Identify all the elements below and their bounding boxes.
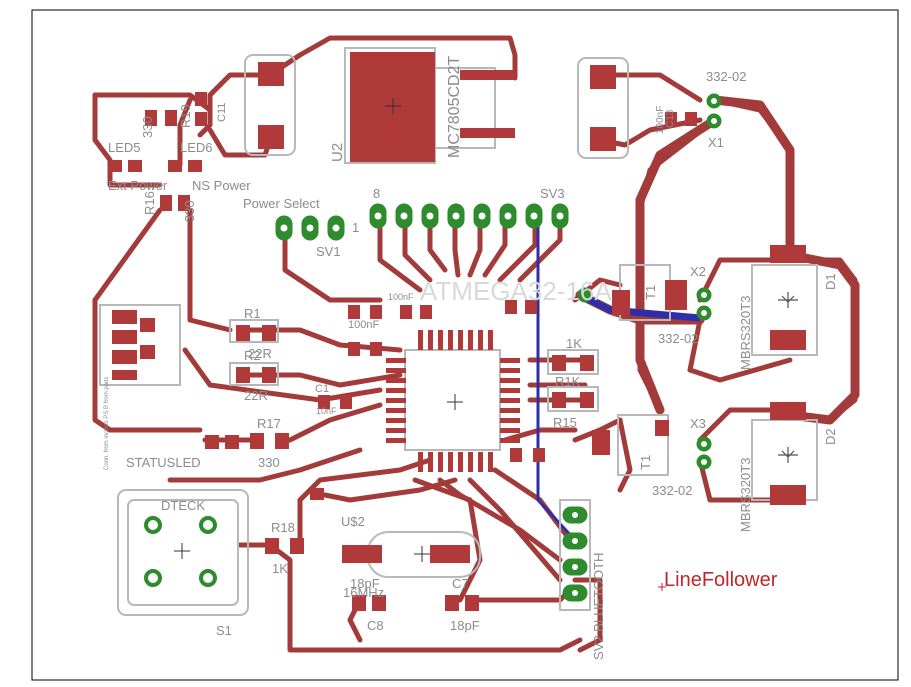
label-power-select: Power Select [243,196,320,211]
label-r16: R16 [142,191,157,215]
label-ns-power: NS Power [192,178,251,193]
label-r19: R19 [178,104,193,128]
label-diode2-part: MBRS320T3 [738,458,753,532]
label-s1: S1 [216,623,232,638]
label-header-x1-name: 332-02 [706,69,746,84]
pad-holes [280,98,717,596]
label-r1k: R1K [555,374,581,389]
silkscreen [99,47,818,616]
silk-labels: MC7805CD2T U2 ATMEGA32-16A 332-02 X1 X2 … [104,56,838,660]
label-r18: R18 [271,520,295,535]
label-crystal: 16MHz [343,585,384,600]
label-led5: LED5 [108,140,141,155]
label-r2: R2 [244,348,261,363]
button-pads [144,516,217,587]
label-header-x3-name: 332-02 [652,483,692,498]
label-c11: C11 [216,103,228,122]
origin-marks [174,98,666,591]
label-c13: C13 [665,109,676,128]
label-c100nf-a: 100nF [348,319,379,331]
diode-symbols [778,292,798,463]
label-diode1-part: MBRS320T3 [738,296,753,370]
label-c100nf-b: 100nF [388,292,414,302]
label-diode2-ref: D2 [823,428,838,445]
label-r1: R1 [244,306,261,321]
label-r15: R15 [553,415,577,430]
label-c100nf-top: 100nF [655,106,666,134]
label-r17-value: 330 [258,455,280,470]
label-regulator-part: MC7805CD2T [446,56,463,158]
label-c1: C1 [315,383,329,395]
label-header-x1-ref: X1 [708,135,724,150]
label-header-x3-ref: X3 [690,416,706,431]
label-sv1-pin1: 1 [352,220,359,235]
label-r330b: 330 [182,200,197,222]
label-r18-value: 1K [272,561,288,576]
label-r330a: 330 [140,116,155,138]
label-t1a: T1 [643,285,658,300]
label-tiny-note: Conn. from inclass PS B from pads [104,377,110,470]
label-r22b: 22R [244,388,268,403]
label-c8: C8 [367,618,384,633]
label-c10nf: 10nF [316,406,337,416]
label-c7: C7 [452,576,469,591]
label-ext-power: Ext Power [108,178,168,193]
label-header-x2-ref: X2 [690,264,706,279]
label-c18b: 18pF [450,618,480,633]
label-diode1-ref: D1 [823,273,838,290]
label-sv1: SV1 [316,244,341,259]
label-r17: R17 [257,416,281,431]
label-r22: 22R [248,346,272,361]
label-u1: U$2 [341,514,365,529]
label-bluetooth: SV2 BLUETOOTH [591,553,606,660]
label-c18: 18pF [350,576,380,591]
label-dteck: DTECK [161,498,205,513]
label-statusled: STATUSLED [126,455,201,470]
copper-pads [108,52,806,611]
label-regulator-ref: U2 [329,143,346,162]
label-sv3: SV3 [540,186,565,201]
label-1k: 1K [566,336,582,351]
label-header-x2-name: 332-02 [658,331,698,346]
label-mcu-part: ATMEGA32-16A [420,276,612,306]
board-title: LineFollower [664,569,778,591]
label-t1b: T1 [638,455,653,470]
label-sv3-pin: 8 [373,186,380,201]
label-led6: LED6 [180,140,213,155]
board-outline [31,9,899,681]
